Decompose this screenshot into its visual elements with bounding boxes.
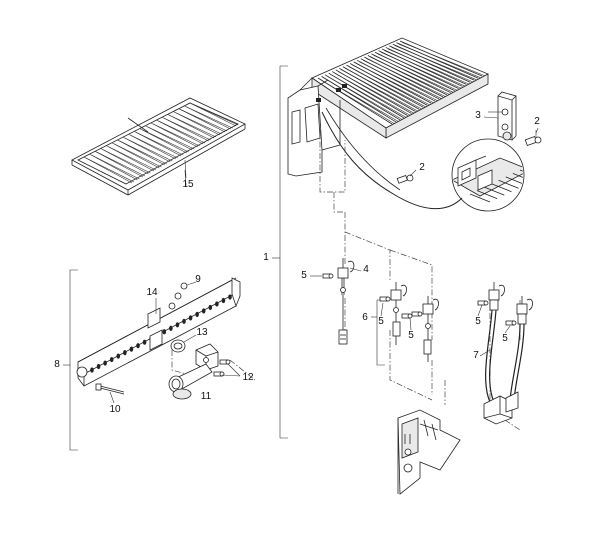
wall-mount-bracket bbox=[287, 77, 347, 177]
callout-2-top: 2 bbox=[534, 116, 540, 127]
callout-2-middle: 2 bbox=[419, 162, 425, 173]
callout-14: 14 bbox=[146, 287, 158, 298]
screw-middle bbox=[396, 174, 414, 184]
screws-7 bbox=[477, 300, 517, 326]
nuts-9 bbox=[168, 282, 188, 310]
screws-12 bbox=[213, 359, 231, 377]
callout-11: 11 bbox=[200, 391, 212, 402]
bracket-1 bbox=[272, 65, 288, 439]
leader-lines bbox=[109, 116, 537, 404]
main-burner-grate bbox=[311, 37, 489, 139]
callout-3: 3 bbox=[475, 110, 481, 121]
callout-5-e: 5 bbox=[502, 333, 508, 344]
side-bracket bbox=[488, 91, 517, 141]
callout-12: 12 bbox=[242, 372, 254, 383]
callout-8: 8 bbox=[54, 359, 60, 370]
thermocouple-wire bbox=[321, 107, 463, 210]
valve-housing-11 bbox=[168, 343, 219, 400]
gasket-13 bbox=[170, 339, 186, 353]
callout-5-b: 5 bbox=[378, 316, 384, 327]
callout-5-d: 5 bbox=[475, 316, 481, 327]
bracket-8 bbox=[63, 269, 78, 451]
screw-10 bbox=[95, 383, 125, 395]
callout-6: 6 bbox=[362, 312, 368, 323]
screws-6 bbox=[379, 296, 423, 319]
callout-1: 1 bbox=[263, 252, 269, 263]
detail-magnifier bbox=[451, 138, 525, 212]
callout-15: 15 bbox=[182, 179, 194, 190]
screw-right bbox=[524, 127, 542, 147]
screw-4 bbox=[322, 273, 334, 279]
small-burner-grate bbox=[71, 97, 246, 196]
thermocouple-with-bracket bbox=[483, 282, 533, 425]
thermocouple-single bbox=[337, 258, 355, 345]
callout-9: 9 bbox=[195, 274, 201, 285]
callout-7: 7 bbox=[473, 350, 479, 361]
callout-4: 4 bbox=[363, 264, 369, 275]
callout-10: 10 bbox=[109, 404, 121, 415]
burner-bar-assembly bbox=[76, 277, 241, 387]
thermocouple-pair bbox=[390, 282, 439, 362]
callout-5-a: 5 bbox=[301, 270, 307, 281]
lower-bracket bbox=[397, 409, 461, 495]
callout-5-c: 5 bbox=[408, 330, 414, 341]
bracket-6 bbox=[371, 299, 385, 366]
callout-13: 13 bbox=[196, 327, 208, 338]
